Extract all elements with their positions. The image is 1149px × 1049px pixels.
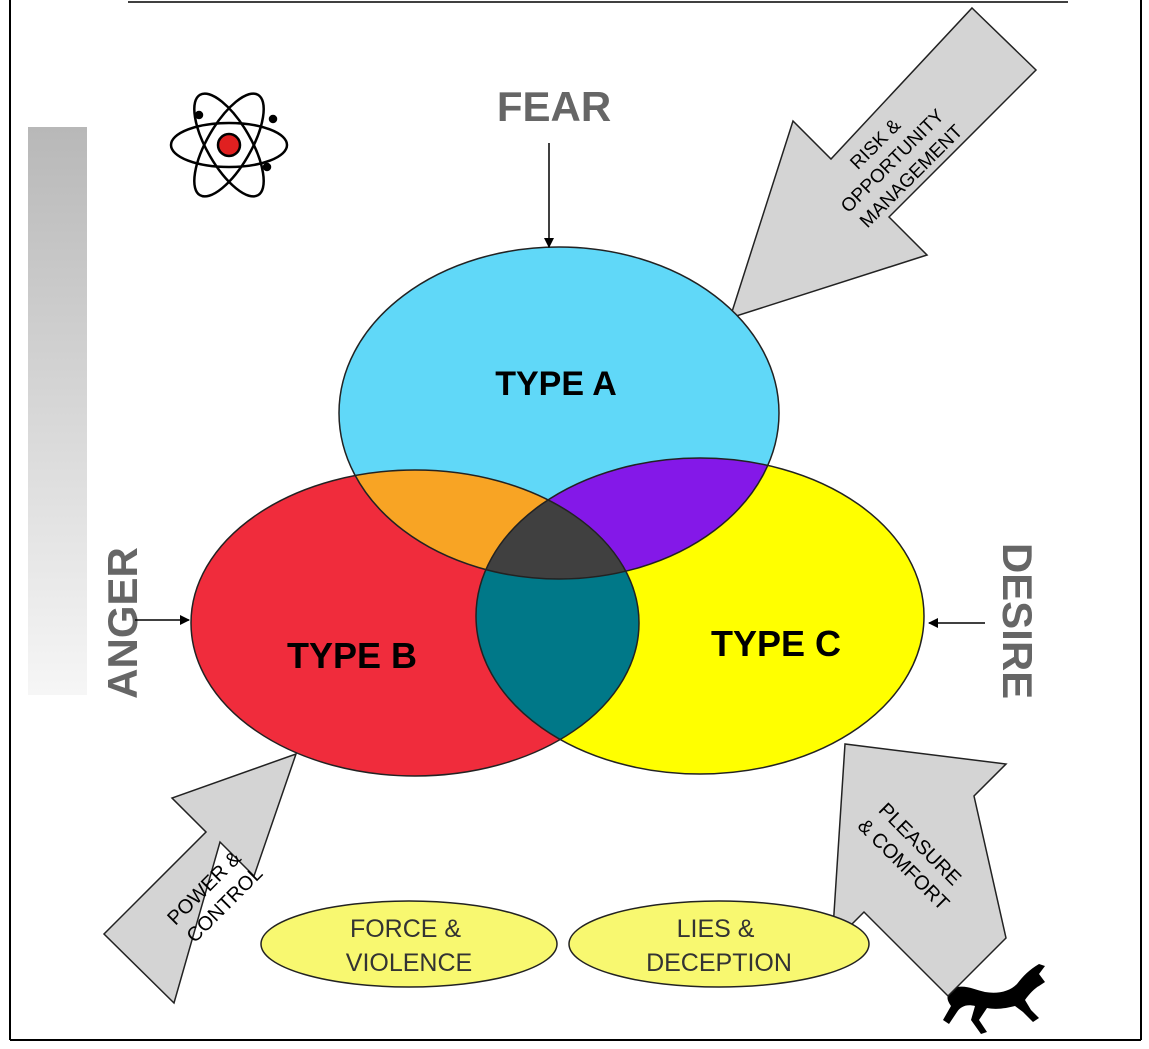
fear-label: FEAR: [497, 83, 611, 130]
force-violence-oval: FORCE & VIOLENCE: [260, 900, 558, 988]
fear-indicator: FEAR: [497, 83, 611, 248]
force-line-2: VIOLENCE: [346, 949, 472, 977]
venn-diagram: TYPE A TYPE B TYPE C: [190, 246, 925, 777]
risk-arrow: RISK & OPPORTUNITY MANAGEMENT: [728, 6, 1038, 320]
type-b-label: TYPE B: [287, 635, 417, 676]
lies-line-2: DECEPTION: [646, 949, 792, 977]
lies-deception-oval: LIES & DECEPTION: [568, 900, 870, 988]
svg-text:LIES & DECEPTION: LIES & DECEPTION: [646, 915, 792, 977]
atom-icon: [169, 92, 289, 198]
anger-indicator: ANGER: [99, 547, 190, 699]
horse-icon: [943, 964, 1045, 1034]
lies-line-1: LIES &: [677, 915, 755, 943]
anger-label: ANGER: [99, 547, 146, 699]
power-arrow: POWER & CONTROL: [102, 752, 298, 1005]
force-line-1: FORCE &: [350, 915, 461, 943]
svg-text:FORCE & VIOLENCE: FORCE & VIOLENCE: [346, 915, 472, 977]
gradient-sidebar: [28, 127, 87, 695]
desire-indicator: DESIRE: [928, 543, 1041, 699]
pleasure-arrow: PLEASURE & COMFORT: [831, 743, 1008, 998]
slide-frame: [9, 0, 1142, 1041]
type-c-label: TYPE C: [711, 623, 841, 664]
type-a-label: TYPE A: [495, 365, 617, 403]
desire-label: DESIRE: [994, 543, 1041, 699]
overlap-center: [476, 470, 639, 579]
